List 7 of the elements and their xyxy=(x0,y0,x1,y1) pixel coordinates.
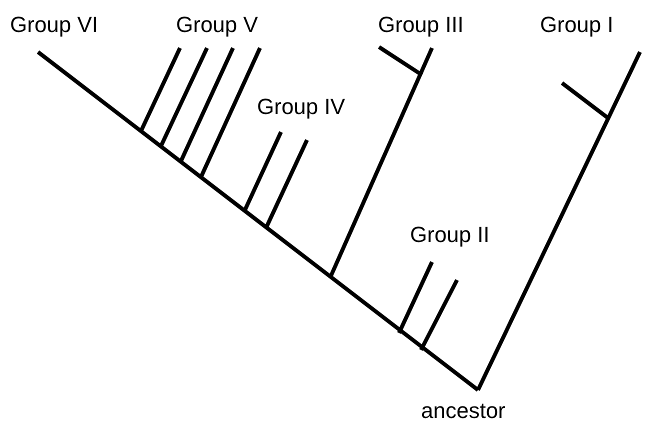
group-label: Group III xyxy=(378,14,464,36)
group-label: Group II xyxy=(410,224,490,246)
group-label: Group I xyxy=(540,14,614,36)
group-label: Group IV xyxy=(257,96,346,118)
group-label: Group VI xyxy=(10,14,98,36)
root-label: ancestor xyxy=(421,400,506,422)
group-label: Group V xyxy=(176,14,258,36)
